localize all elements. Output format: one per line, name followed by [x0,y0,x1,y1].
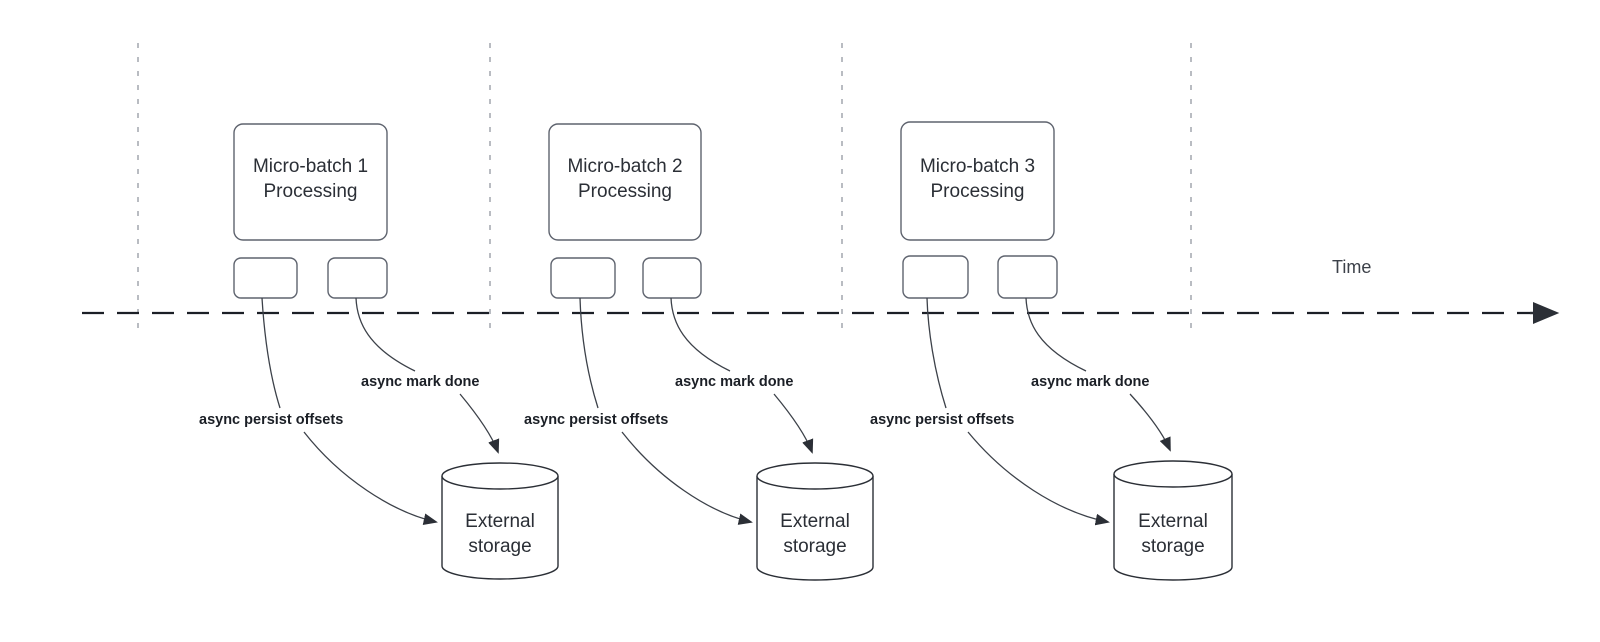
persist-offsets-connector-2-upper [579,297,599,409]
external-storage-3-label-line2: storage [1141,536,1204,557]
micro-batch-2-label-line1: Micro-batch 2 [567,156,682,177]
micro-batch-1-task-box-persist[interactable] [233,257,298,299]
mark-done-connector-3-upper [1025,297,1087,372]
micro-batch-2-processing-box[interactable] [548,123,702,241]
external-storage-3-label-line1: External [1138,511,1208,532]
micro-batch-group-2: Micro-batch 2 Processing async persist o… [524,123,874,581]
persist-offsets-connector-3-lower [967,431,1110,526]
micro-batch-3-label-line1: Micro-batch 3 [920,156,1035,177]
time-axis: Time [82,257,1560,324]
time-axis-label: Time [1332,257,1371,277]
micro-batch-3-task-box-persist[interactable] [902,255,969,299]
micro-batch-group-3: Micro-batch 3 Processing async persist o… [870,121,1233,581]
external-storage-1-label-line1: External [465,511,535,532]
micro-batch-3-task-box-mark-done[interactable] [997,255,1058,299]
micro-batch-2-label-line2: Processing [578,181,672,202]
micro-batch-1-task-box-mark-done[interactable] [327,257,388,299]
persist-offsets-connector-3-upper [926,297,947,409]
external-storage-2[interactable]: External storage [756,462,874,581]
mark-done-connector-3-lower [1129,393,1171,452]
micro-batch-3-processing-box[interactable] [900,121,1055,241]
micro-batch-1-label-line2: Processing [264,181,358,202]
mark-done-connector-1-upper [355,297,416,372]
micro-batch-2-task-box-mark-done[interactable] [642,257,702,299]
external-storage-2-label-line2: storage [783,536,846,557]
persist-offsets-connector-2-lower [621,431,753,525]
mark-done-label-3: async mark done [1031,374,1149,390]
persist-offsets-connector-1-upper [261,297,281,409]
mark-done-connector-1-lower [459,393,500,454]
mark-done-label-2: async mark done [675,374,793,390]
mark-done-connector-2-upper [670,297,731,372]
micro-batch-2-task-box-persist[interactable] [550,257,616,299]
external-storage-1[interactable]: External storage [441,462,559,580]
micro-batch-group-1: Micro-batch 1 Processing async persist o… [199,123,559,580]
mark-done-connector-2-lower [773,393,814,454]
persist-offsets-label-1: async persist offsets [199,412,343,428]
external-storage-2-label-line1: External [780,511,850,532]
mark-done-label-1: async mark done [361,374,479,390]
micro-batch-1-label-line1: Micro-batch 1 [253,156,368,177]
persist-offsets-label-3: async persist offsets [870,412,1014,428]
persist-offsets-connector-1-lower [303,431,438,525]
external-storage-1-label-line2: storage [468,536,531,557]
micro-batch-3-label-line2: Processing [931,181,1025,202]
micro-batch-1-processing-box[interactable] [233,123,388,241]
persist-offsets-label-2: async persist offsets [524,412,668,428]
external-storage-3[interactable]: External storage [1113,460,1233,581]
